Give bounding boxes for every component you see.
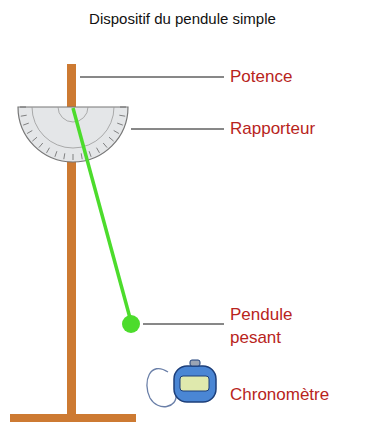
- protractor-tick: [117, 123, 123, 125]
- protractor-tick: [27, 131, 32, 134]
- protractor-tick: [120, 107, 126, 108]
- protractor-tick: [119, 115, 125, 116]
- protractor-tick: [89, 151, 91, 157]
- pendulum-bob: [122, 315, 140, 333]
- leader-line: [143, 324, 224, 325]
- protractor-tick: [73, 154, 74, 160]
- leader-line: [80, 77, 224, 78]
- protractor-tick: [32, 137, 37, 141]
- protractor-ticks: [20, 107, 126, 160]
- protractor-tick: [64, 153, 65, 159]
- protractor-tick: [20, 107, 26, 108]
- diagram-title: Dispositif du pendule simple: [0, 10, 365, 27]
- protractor-tick: [55, 151, 57, 157]
- pendulum-string: [73, 108, 130, 318]
- protractor-tick: [21, 115, 27, 116]
- part-label: Pendule pesant: [230, 304, 340, 350]
- stand-base: [10, 414, 136, 422]
- stopwatch-cord: [147, 369, 176, 407]
- protractor-tick: [97, 148, 100, 153]
- protractor: [18, 107, 128, 162]
- protractor-tick: [23, 123, 29, 125]
- protractor-tick: [109, 137, 114, 141]
- part-label: Potence: [230, 66, 360, 89]
- protractor-tick: [39, 143, 43, 148]
- protractor-tick: [114, 131, 119, 134]
- protractor-tick: [47, 148, 50, 153]
- stopwatch-button: [190, 360, 200, 366]
- protractor-tick: [81, 153, 82, 159]
- part-label: Chronomètre: [230, 384, 360, 407]
- leader-line: [131, 129, 224, 130]
- protractor-tick: [103, 143, 107, 148]
- part-label: Rapporteur: [230, 118, 360, 141]
- stopwatch: [174, 366, 216, 402]
- stopwatch-display: [180, 376, 209, 391]
